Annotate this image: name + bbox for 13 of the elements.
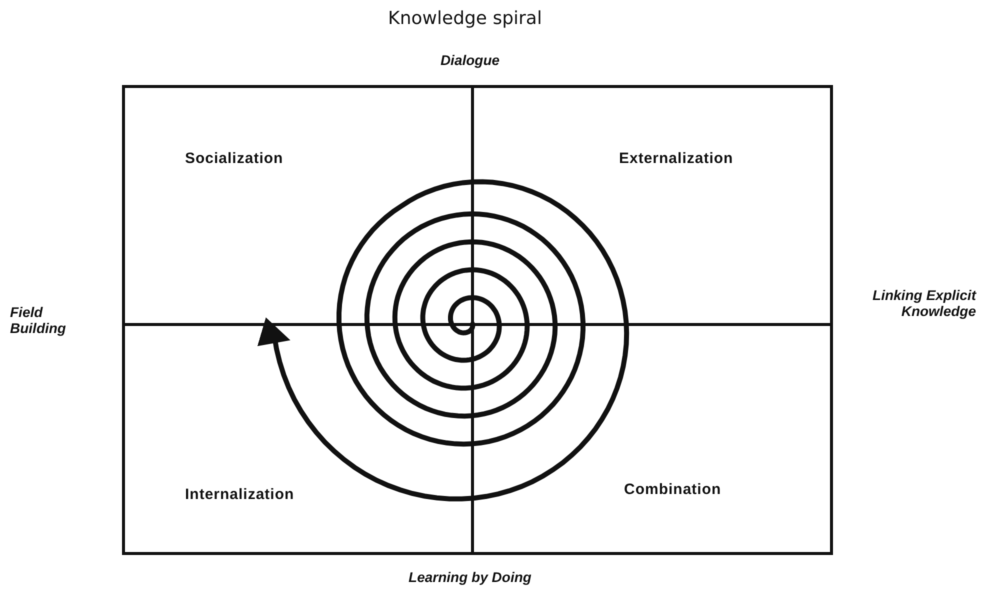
quadrant-label: Externalization	[619, 150, 734, 167]
quadrant-panel	[471, 323, 833, 555]
quadrant-label: Socialization	[185, 150, 284, 167]
axis-label: Linking Explicit Knowledge	[872, 287, 976, 319]
quadrant-panel	[122, 323, 474, 555]
quadrant-panel	[471, 85, 833, 326]
quadrant-label: Internalization	[185, 486, 294, 503]
axis-label: Dialogue	[439, 52, 501, 68]
axis-label: Field Building	[10, 304, 67, 336]
quadrant-panel	[122, 85, 474, 326]
axis-label: Learning by Doing	[408, 569, 532, 585]
diagram-title: Knowledge spiral	[387, 8, 543, 29]
quadrant-label: Combination	[624, 481, 722, 498]
